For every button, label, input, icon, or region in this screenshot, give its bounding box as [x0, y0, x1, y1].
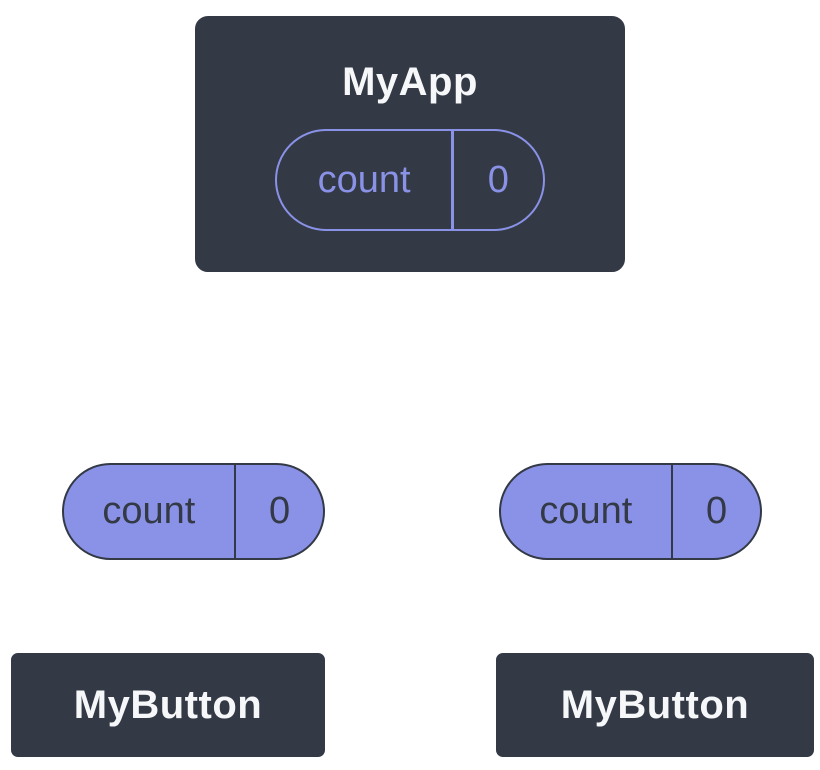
myapp-node: MyApp count 0 — [192, 13, 628, 275]
myapp-state-pill: count 0 — [275, 129, 545, 231]
state-label: count — [102, 490, 196, 532]
left-prop-pill: count 0 — [62, 463, 325, 560]
mybutton-title: MyButton — [560, 682, 750, 727]
pill-divider — [233, 465, 237, 558]
branch-left-connector — [190, 275, 413, 470]
pill-divider — [451, 131, 454, 229]
myapp-title: MyApp — [342, 60, 478, 104]
mybutton-left-node: MyButton — [8, 650, 328, 760]
state-value: 0 — [487, 158, 509, 201]
state-value: 0 — [269, 490, 291, 532]
mybutton-right-node: MyButton — [493, 650, 817, 760]
mybutton-title: MyButton — [73, 682, 263, 727]
right-prop-pill: count 0 — [499, 463, 762, 560]
state-label: count — [539, 490, 633, 532]
arrow-right-head-icon — [614, 618, 650, 641]
state-value: 0 — [706, 490, 728, 532]
arrow-left-head-icon — [175, 618, 211, 641]
pill-divider — [670, 465, 674, 558]
branch-right-connector — [407, 275, 635, 470]
state-label: count — [317, 158, 411, 201]
